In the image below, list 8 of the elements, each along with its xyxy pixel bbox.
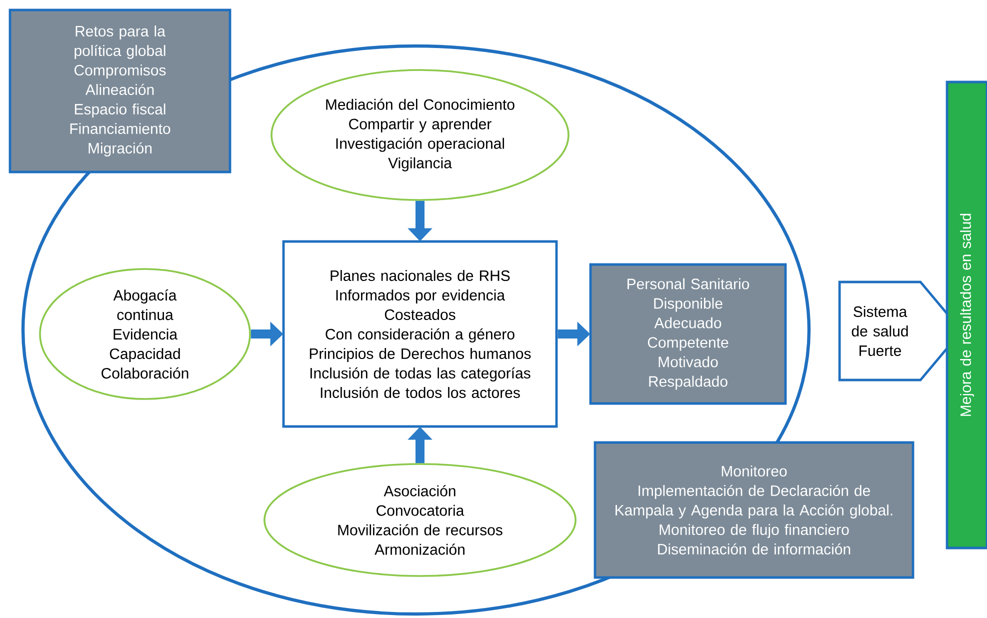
challenge-box: Retos para la política global Compromisos Alineación Espacio fiscal Financiamiento Migración [8, 8, 232, 174]
outcome-bar: Mejora de resultados en salud [946, 80, 987, 550]
oval: Asociación Convocatoria Movilización de recursos Armonización [264, 463, 576, 577]
result-box: Personal Sanitario Disponible Adecuado Competente Motivado Respaldado [589, 263, 787, 405]
monitoring-box: Monitoreo Implementación de Declaración de Kampala y Agenda para la Acción global. Monitoreo de flujo financiero Diseminación de información [594, 441, 914, 579]
process-box: Planes nacionales de RHS Informados por evidencia Costeados Con consideración a género Principios de Derechos humanos Inclusión de todas las categorías Inclusión de todos los actores [282, 240, 558, 428]
oval: Mediación del Conocimiento Compartir y aprender Investigación operacional Vigilancia [270, 69, 570, 201]
oval: Abogacía continua Evidencia Capacidad Colaboración [39, 268, 251, 400]
